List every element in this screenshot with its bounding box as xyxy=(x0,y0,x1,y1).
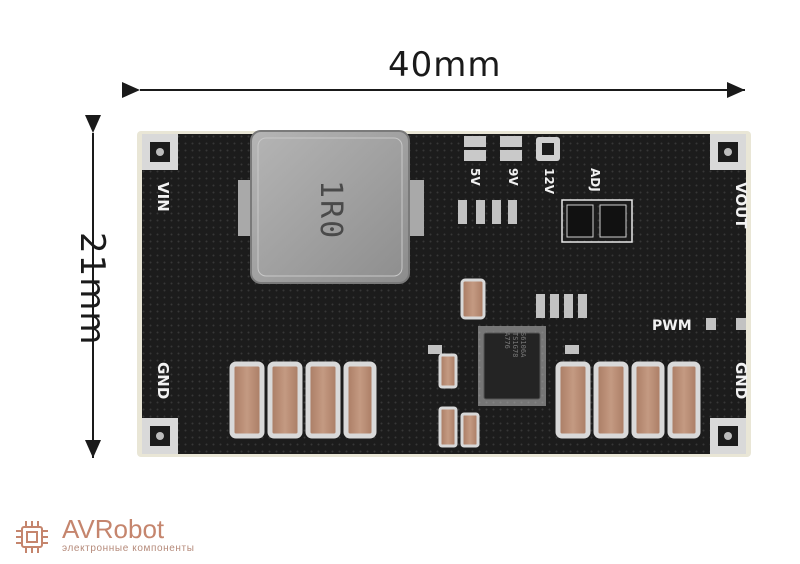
chip-line: TS1G78 xyxy=(511,332,519,358)
ic-chip xyxy=(478,326,546,406)
height-label: 21mm xyxy=(72,232,112,346)
input-capacitors xyxy=(229,361,377,439)
gnd-right-label: GND xyxy=(732,362,750,400)
brand-name: AVRobot xyxy=(62,514,165,544)
chip-line: A776 xyxy=(503,332,511,349)
brand-tagline: электронные компоненты xyxy=(62,543,195,554)
voltage-jumper-pads xyxy=(464,136,560,161)
inductor-marking: 1R0 xyxy=(313,180,348,241)
gnd-left-label: GND xyxy=(154,362,172,400)
5v-label: 5V xyxy=(468,168,482,186)
vout-label: VOUT xyxy=(732,182,750,229)
adj-label: ADJ xyxy=(588,168,602,192)
inductor xyxy=(238,130,424,284)
width-label: 40mm xyxy=(388,45,502,85)
vin-label: VIN xyxy=(154,182,172,212)
pwm-label: PWM xyxy=(652,318,692,334)
small-capacitors xyxy=(438,278,486,448)
chip-marking: S6106A TS1G78 A776 xyxy=(503,332,527,357)
adj-pad xyxy=(561,199,633,243)
small-resistors xyxy=(428,200,746,354)
9v-label: 9V xyxy=(506,168,520,186)
corner-pads xyxy=(142,134,746,454)
12v-label: 12V xyxy=(542,168,556,194)
chip-line: S6106A xyxy=(519,332,527,358)
chip-logo-icon xyxy=(16,521,48,553)
output-capacitors xyxy=(555,361,701,439)
